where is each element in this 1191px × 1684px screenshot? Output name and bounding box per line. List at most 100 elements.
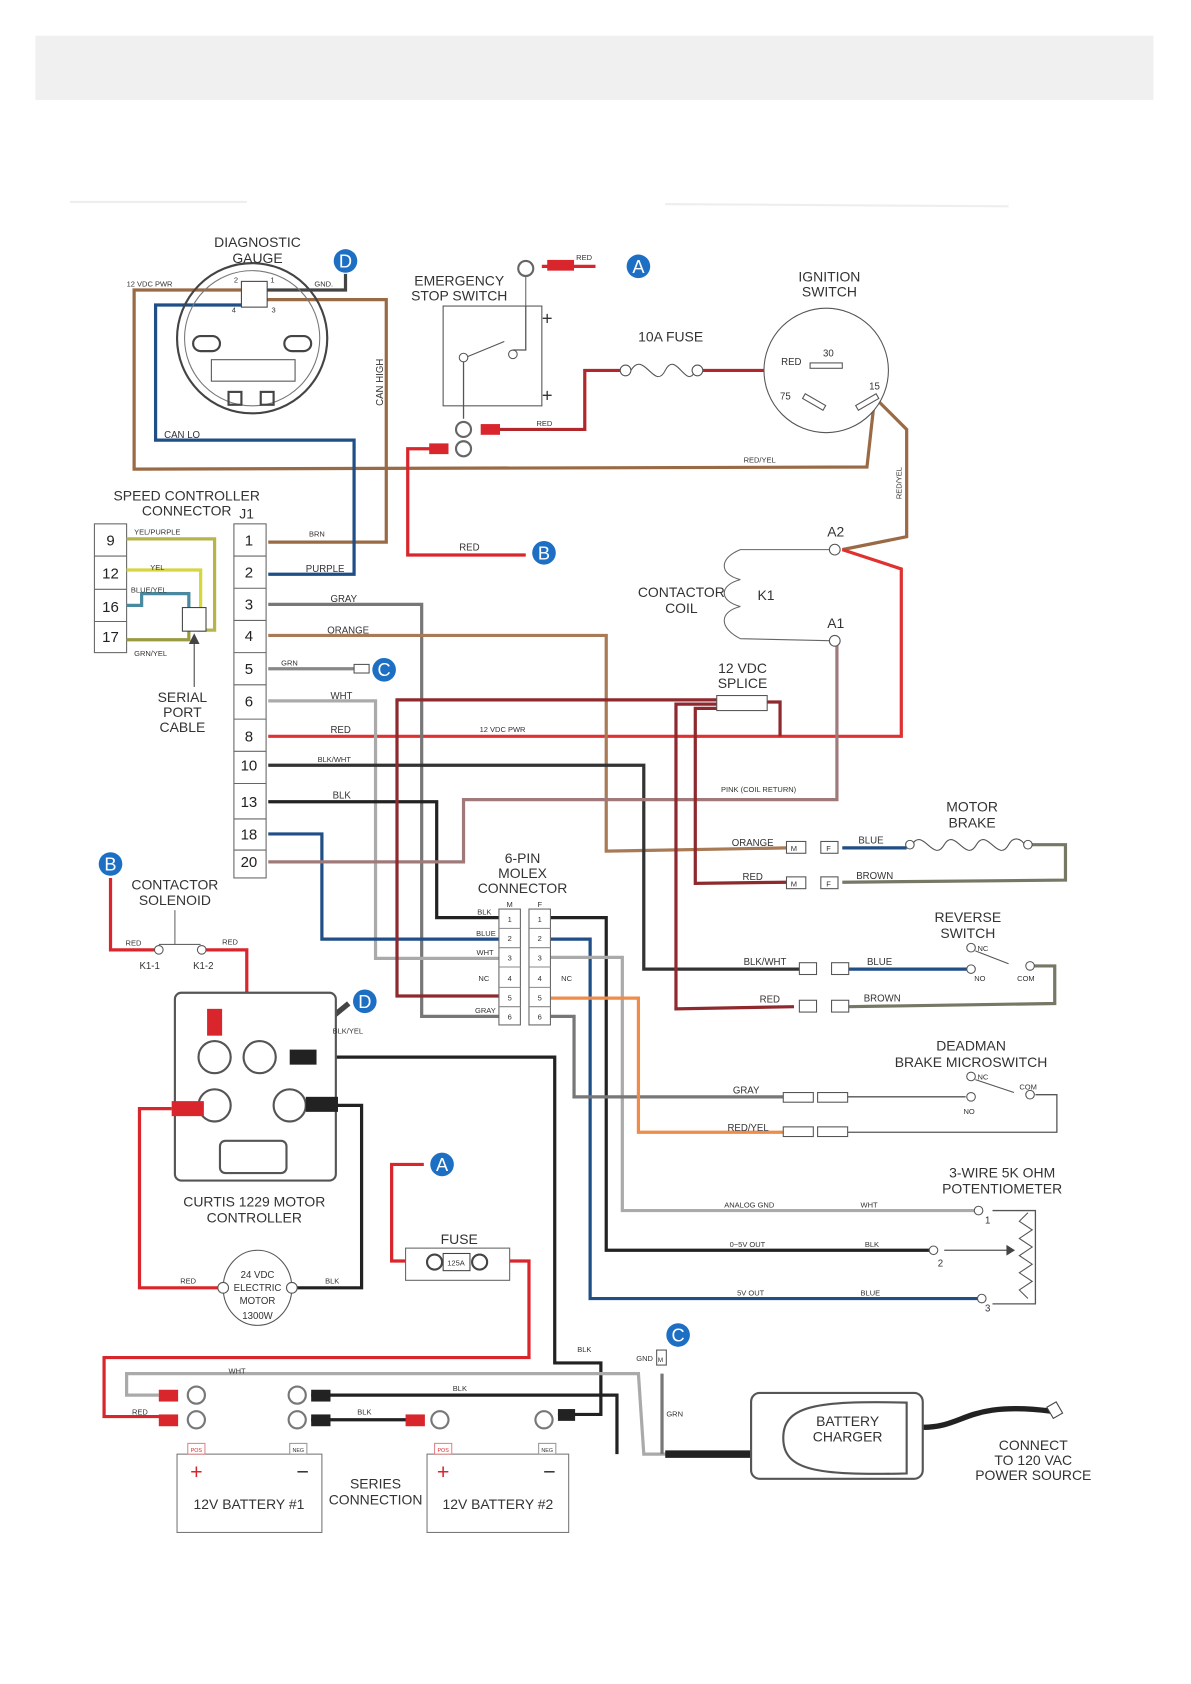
pos-terminal-label: POS (191, 1448, 203, 1454)
serial-cable-label: SERIAL (158, 689, 208, 705)
power-source-label: POWER SOURCE (975, 1467, 1091, 1483)
pin-label: 8 (245, 729, 253, 746)
connector-title: SPEED CONTROLLER (114, 487, 260, 503)
terminal-label: 3 (985, 1303, 990, 1314)
minus-sign: − (296, 1460, 309, 1484)
pot-title: POTENTIOMETER (942, 1180, 1062, 1196)
serial-cable-label: PORT (163, 704, 202, 720)
controller-title: CURTIS 1229 MOTOR (183, 1193, 325, 1209)
minus-sign: − (543, 1460, 556, 1484)
wire-label: BLK/YEL (333, 1027, 363, 1036)
wire-label: 12 VDC PWR (127, 280, 173, 289)
wire-label: GRN/YEL (134, 649, 167, 658)
splice-title: 12 VDC (718, 660, 767, 676)
svg-text:C: C (378, 659, 391, 680)
wire-label: ORANGE (327, 625, 369, 636)
wire-label: BLK/WHT (318, 755, 352, 764)
wire-label: BLK (453, 1384, 467, 1393)
deadman-title: DEADMAN (936, 1038, 1006, 1054)
badge-a: A (626, 254, 651, 279)
plus-sign: + (437, 1460, 450, 1484)
pin-label: 20 (241, 854, 258, 871)
fuse-label: 10A FUSE (638, 328, 703, 344)
wire-label: RED (459, 543, 479, 554)
diagnostic-gauge: DIAGNOSTIC GAUGE 12 VDC PWR GND. CAN LO … (127, 234, 386, 441)
m-label: M (658, 1357, 663, 1364)
fuse-125a: FUSE 125A (405, 1231, 511, 1281)
ignition-title: IGNITION (798, 268, 860, 284)
no-label: NO (964, 1107, 975, 1116)
terminal-label: 1 (985, 1215, 990, 1226)
badge-d: D (353, 989, 377, 1014)
wire-label: PINK (COIL RETURN) (721, 785, 797, 794)
wire-label: ANALOG GND (724, 1200, 775, 1209)
battery-charger: BATTERY CHARGER CONNECT TO 120 VAC POWER… (750, 1391, 1091, 1483)
wire-label: WHT (330, 691, 352, 702)
com-label: COM (1017, 974, 1035, 983)
serial-cable-label: CABLE (160, 719, 206, 735)
pin-label: 10 (241, 758, 258, 775)
ignition-title: SWITCH (802, 283, 857, 299)
gauge-title: GAUGE (232, 250, 282, 266)
badge-b: B (98, 852, 123, 876)
wire-label: RED/YEL (894, 467, 903, 499)
series-label: SERIES (350, 1475, 401, 1491)
terminal-label: 15 (869, 382, 880, 393)
pin-label: 3 (508, 954, 512, 963)
wire-label: YEL/PURPLE (134, 528, 180, 537)
wire-label: BROWN (856, 871, 893, 882)
solenoid-title: SOLENOID (139, 892, 211, 908)
svg-text:B: B (104, 853, 116, 874)
connector-id: J1 (239, 505, 254, 521)
deadman-brake-microswitch: DEADMAN BRAKE MICROSWITCH NC NO COM GRAY… (727, 1038, 1047, 1138)
coil-title: COIL (665, 600, 698, 616)
pin-label: 2 (245, 565, 253, 582)
potentiometer: 3-WIRE 5K OHM POTENTIOMETER 1 2 3 ANALOG… (724, 1164, 1062, 1314)
fuse-label: FUSE (441, 1231, 478, 1247)
f-label: F (538, 900, 543, 909)
badge-c: C (372, 657, 396, 682)
wire-label: PURPLE (306, 564, 345, 575)
svg-text:A: A (436, 1154, 449, 1175)
com-label: COM (1019, 1082, 1037, 1091)
wire-label: RED (760, 994, 780, 1005)
batteries: POS NEG POS NEG + − + − 12V BATTERY #1 1… (132, 1345, 683, 1533)
power-source-label: CONNECT (999, 1437, 1068, 1453)
wire-label: RED (126, 939, 142, 948)
pin-label: 17 (102, 629, 119, 646)
splice: 12 VDC SPLICE 12 VDC PWR PINK (COIL RETU… (480, 660, 797, 794)
molex-title: MOLEX (498, 865, 547, 881)
wire-label: BRN (309, 530, 325, 539)
pin-label: 12 (102, 566, 119, 583)
estop-title: STOP SWITCH (411, 288, 507, 304)
wire-label: BLK (865, 1240, 879, 1249)
wire-label: WHT (476, 948, 493, 957)
reverse-title: REVERSE (935, 909, 1002, 925)
wire-label: CAN HIGH (375, 359, 386, 406)
reverse-title: SWITCH (940, 925, 995, 941)
battery-2-label: 12V BATTERY #2 (442, 1496, 553, 1512)
pin-label: 5 (245, 661, 253, 678)
pin-label: 4 (245, 628, 253, 645)
wire-label: GRAY (733, 1086, 760, 1097)
f-label: F (826, 880, 831, 889)
pin-label: 2 (234, 275, 238, 284)
wire-label: NC (478, 974, 489, 983)
wire-label: GRN (281, 658, 298, 667)
motor-controller: CURTIS 1229 MOTOR CONTROLLER BLK/YEL (171, 991, 363, 1225)
pin-label: 2 (508, 934, 512, 943)
motor-label: MOTOR (240, 1296, 276, 1307)
power-source-label: TO 120 VAC (994, 1452, 1072, 1468)
wire-label: GRAY (330, 594, 357, 605)
pin-label: 5 (538, 993, 542, 1002)
pin-label: 1 (538, 915, 542, 924)
pos-terminal-label: POS (437, 1448, 449, 1454)
m-label: M (791, 844, 797, 853)
svg-text:D: D (339, 250, 352, 271)
pin-label: 1 (270, 275, 274, 284)
pin-label: 1 (508, 915, 512, 924)
svg-text:A: A (632, 256, 645, 277)
controller-title: CONTROLLER (207, 1209, 302, 1225)
wire-label: BLK (357, 1407, 371, 1416)
fuse-10a: 10A FUSE (619, 328, 704, 378)
